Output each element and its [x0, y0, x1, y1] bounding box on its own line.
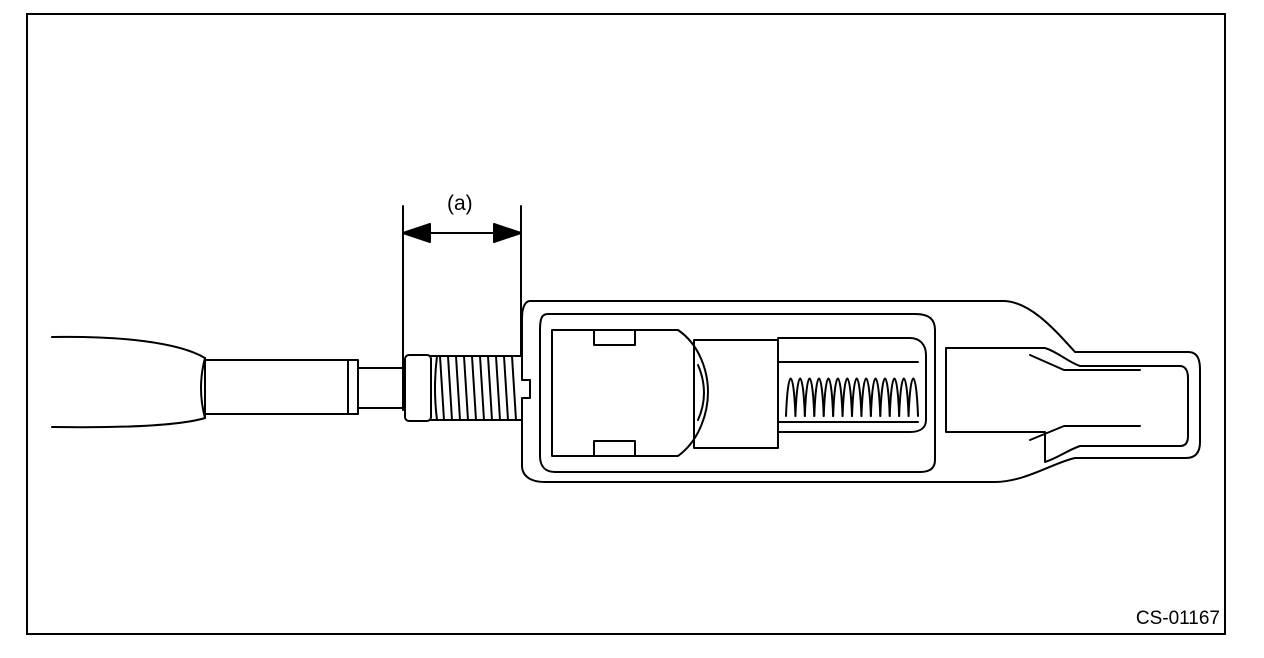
- cable-sheath-outer: [51, 335, 206, 429]
- spring-coil: [888, 377, 901, 417]
- arrow-right-icon: [493, 223, 522, 243]
- spring-coil: [832, 377, 844, 417]
- spring-coil: [907, 377, 919, 417]
- spring-chamber: [777, 337, 927, 433]
- end-fitting-detail: [1029, 354, 1141, 441]
- arrow-left-icon: [402, 223, 431, 243]
- spring-coil: [869, 377, 882, 417]
- adjuster-housing-cavity: [539, 313, 936, 473]
- plunger-notch-bottom: [593, 440, 636, 457]
- spring-coil: [822, 377, 835, 417]
- spring-coil: [841, 377, 853, 417]
- plunger-curve: [697, 364, 705, 421]
- dimension-label: (a): [447, 192, 473, 215]
- threaded-rod: [430, 355, 522, 421]
- lock-nut: [404, 354, 432, 422]
- adjuster-housing-outer: [521, 300, 1201, 483]
- spring-coil: [860, 377, 872, 417]
- cable-core: [357, 367, 406, 409]
- coil-spring: [785, 377, 919, 417]
- plunger-notch-top: [593, 329, 636, 346]
- spring-coil: [813, 377, 825, 417]
- dimension-a: [402, 205, 522, 411]
- end-fitting: [945, 347, 1189, 463]
- spring-coil: [794, 377, 806, 417]
- plunger-head: [551, 329, 709, 457]
- spring-coil: [898, 377, 910, 417]
- figure-code: CS-01167: [1135, 608, 1220, 629]
- spring-chamber-inner: [777, 361, 919, 423]
- spring-coil: [803, 377, 816, 417]
- diagram-frame: [26, 13, 1226, 635]
- cable-inner-sleeve: [200, 357, 206, 419]
- spring-coil: [879, 377, 891, 417]
- spring-coil: [851, 377, 863, 417]
- plunger-sleeve: [693, 339, 779, 449]
- spring-coil: [785, 377, 797, 417]
- cable-inner-sleeve-body: [204, 359, 359, 415]
